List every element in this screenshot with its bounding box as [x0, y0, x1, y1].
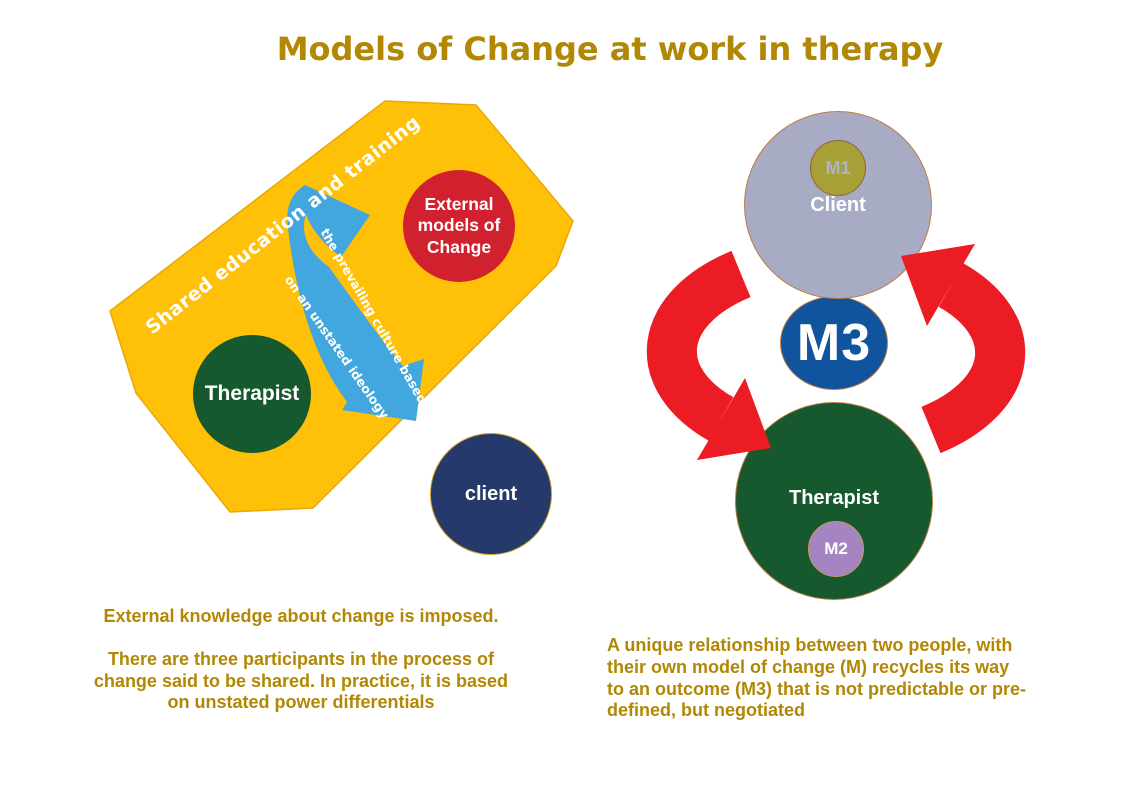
therapist-circle-right: Therapist M2: [735, 402, 933, 600]
therapist-circle-left: Therapist: [193, 335, 311, 453]
cycle-arrow-left: [646, 250, 771, 460]
client-label-right: Client: [810, 194, 866, 216]
client-circle-left: client: [430, 433, 552, 555]
shared-education-banner: Shared education and training: [141, 111, 425, 339]
left-caption: External knowledge about change is impos…: [59, 606, 543, 714]
m1-label: M1: [825, 157, 851, 178]
m3-circle: M3: [780, 296, 888, 390]
therapist-label-left: Therapist: [204, 382, 300, 405]
cycle-arrow-right: [901, 244, 1026, 454]
external-models-circle: External models of Change: [403, 170, 515, 282]
right-caption-line: defined, but negotiated: [607, 700, 805, 721]
m2-label: M2: [824, 539, 848, 558]
m2-circle: M2: [808, 521, 864, 577]
page-title: Models of Change at work in therapy: [276, 30, 944, 68]
left-caption-para-line: on unstated power differentials: [167, 692, 435, 713]
right-caption-line: their own model of change (M) recycles i…: [607, 656, 1010, 677]
right-caption-line: to an outcome (M3) that is not predictab…: [607, 678, 1027, 699]
left-caption-line1: External knowledge about change is impos…: [103, 606, 499, 626]
client-label-left: client: [464, 482, 518, 505]
external-models-label: External models of Change: [417, 193, 501, 257]
therapist-label-right: Therapist: [788, 487, 880, 509]
right-caption-line: A unique relationship between two people…: [607, 635, 1013, 655]
right-caption: A unique relationship between two people…: [607, 635, 1087, 722]
client-circle-right: M1 Client: [744, 111, 932, 299]
m3-label: M3: [796, 314, 872, 372]
left-caption-para-line: There are three participants in the proc…: [107, 648, 495, 669]
m1-circle: M1: [810, 140, 866, 196]
left-caption-para-line: change said to be shared. In practice, i…: [93, 670, 509, 691]
